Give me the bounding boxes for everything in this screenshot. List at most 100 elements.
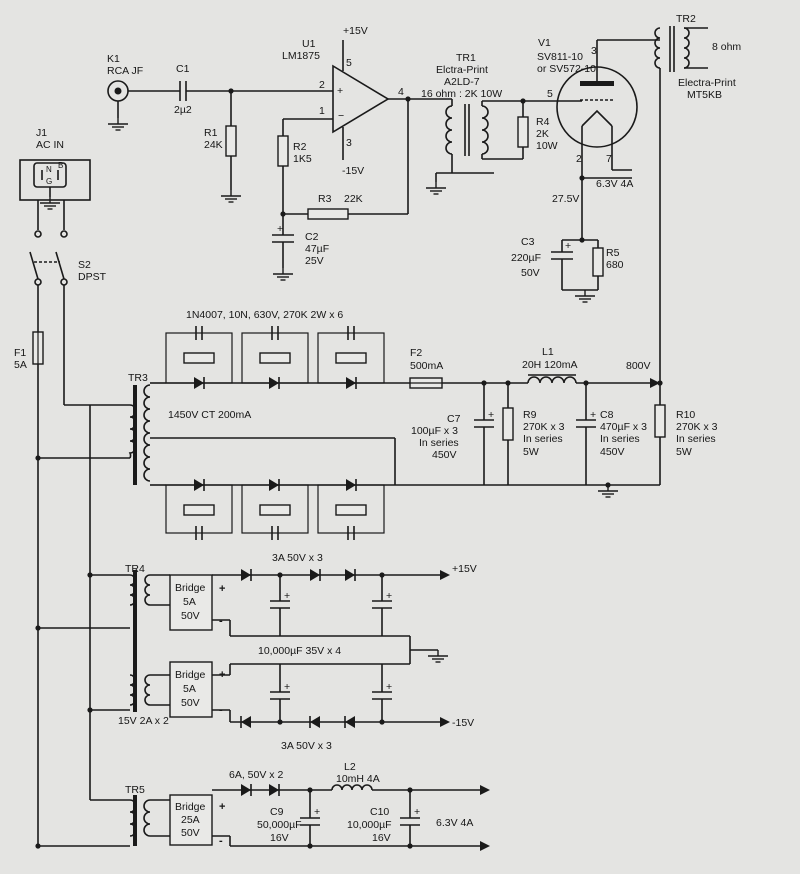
svg-text:+: + bbox=[219, 583, 225, 595]
c2-rating: 25V bbox=[305, 255, 324, 267]
tr2-ref: TR2 bbox=[676, 13, 696, 25]
resistor-bank-r10: R10 270K x 3 In series 5W bbox=[654, 383, 718, 485]
svg-text:3: 3 bbox=[346, 137, 352, 149]
v1-ref: V1 bbox=[538, 37, 551, 49]
tr2-model: MT5KB bbox=[687, 89, 722, 101]
l2-value: 10mH 4A bbox=[336, 773, 380, 785]
f1-ref: F1 bbox=[14, 347, 26, 359]
r10-line2: In series bbox=[676, 433, 716, 445]
transformer-tr5: TR5 bbox=[125, 784, 151, 846]
svg-text:G: G bbox=[46, 177, 52, 186]
rca-input-jack: K1 RCA JF bbox=[107, 53, 143, 131]
r2-value: 1K5 bbox=[293, 153, 312, 165]
c8-line3: 450V bbox=[600, 446, 625, 458]
resistor-r1: R1 24K bbox=[204, 91, 242, 203]
s2-ref: S2 bbox=[78, 259, 91, 271]
bridge-rectifier-1: Bridge 5A 50V + - bbox=[169, 574, 225, 631]
r1-value: 24K bbox=[204, 139, 223, 151]
svg-text:B: B bbox=[58, 161, 63, 170]
c2-value: 47µF bbox=[305, 243, 329, 255]
svg-text:Bridge: Bridge bbox=[175, 801, 206, 813]
resistor-bank-r9: R9 270K x 3 In series 5W bbox=[502, 383, 565, 485]
bridge-rectifier-3: Bridge 25A 50V + - bbox=[169, 794, 225, 847]
svg-text:Bridge: Bridge bbox=[175, 582, 206, 594]
svg-text:2: 2 bbox=[576, 153, 582, 165]
tr2-out: 8 ohm bbox=[712, 41, 741, 53]
capacitor-c9: + C9 50,000µF 16V bbox=[257, 806, 320, 844]
r5-ref: R5 bbox=[606, 247, 620, 259]
r9-line2: In series bbox=[523, 433, 563, 445]
tr3-ref: TR3 bbox=[128, 372, 148, 384]
lv-minus-label: -15V bbox=[452, 717, 474, 729]
c8-line2: In series bbox=[600, 433, 640, 445]
l2-ref: L2 bbox=[344, 761, 356, 773]
svg-text:50V: 50V bbox=[181, 610, 200, 622]
svg-text:50V: 50V bbox=[181, 697, 200, 709]
u1-vplus: +15V bbox=[343, 25, 368, 37]
c9-ref: C9 bbox=[270, 806, 284, 818]
svg-text:Bridge: Bridge bbox=[175, 669, 206, 681]
lv-cap-spec: 10,000µF 35V x 4 bbox=[258, 645, 341, 657]
r4-ref: R4 bbox=[536, 116, 550, 128]
tr5-ref: TR5 bbox=[125, 784, 145, 796]
diode-snubbers-bottom bbox=[165, 484, 385, 540]
ac-inlet-j1: N B G J1 AC IN bbox=[19, 127, 91, 210]
k1-ref: K1 bbox=[107, 53, 120, 65]
c3-rating: 50V bbox=[521, 267, 540, 279]
c8-ref: C8 bbox=[600, 409, 614, 421]
svg-text:+: + bbox=[284, 681, 290, 693]
c8-line1: 470µF x 3 bbox=[600, 421, 647, 433]
diode-spec-hv: 1N4007, 10N, 630V, 270K 2W x 6 bbox=[186, 309, 343, 321]
c7-line1: 100µF x 3 bbox=[411, 425, 458, 437]
svg-text:50V: 50V bbox=[181, 827, 200, 839]
resistor-r5: R5 680 bbox=[592, 240, 624, 290]
fuse-f2: F2 500mA bbox=[409, 347, 443, 389]
c3-value: 220µF bbox=[511, 252, 541, 264]
svg-text:4: 4 bbox=[398, 86, 404, 98]
r10-line1: 270K x 3 bbox=[676, 421, 718, 433]
u1-ref: U1 bbox=[302, 38, 316, 50]
c7-ref: C7 bbox=[447, 413, 461, 425]
r9-line1: 270K x 3 bbox=[523, 421, 565, 433]
r2-ref: R2 bbox=[293, 141, 307, 153]
c10-value: 10,000µF bbox=[347, 819, 392, 831]
svg-text:+: + bbox=[590, 409, 596, 421]
capacitor-c1: C1 2µ2 bbox=[174, 63, 192, 116]
transformer-tr4: TR4 15V 2A x 2 bbox=[118, 563, 169, 727]
heater-diode-spec: 6A, 50V x 2 bbox=[229, 769, 283, 781]
svg-text:+: + bbox=[565, 240, 571, 252]
svg-text:-: - bbox=[219, 835, 223, 847]
svg-text:-: - bbox=[219, 615, 223, 627]
lv-diode-spec-top: 3A 50V x 3 bbox=[272, 552, 323, 564]
svg-text:−: − bbox=[338, 110, 344, 122]
switch-s2: S2 DPST bbox=[29, 230, 107, 286]
v1-bias: 27.5V bbox=[552, 193, 579, 205]
c3-ref: C3 bbox=[521, 236, 535, 248]
s2-value: DPST bbox=[78, 271, 107, 283]
diode-snubbers-top: 1N4007, 10N, 630V, 270K 2W x 6 bbox=[165, 309, 385, 384]
b-plus-voltage: 800V bbox=[626, 360, 651, 372]
c10-rating: 16V bbox=[372, 832, 391, 844]
c9-rating: 16V bbox=[270, 832, 289, 844]
choke-l2: L2 10mH 4A bbox=[331, 761, 380, 791]
fuse-f1: F1 5A bbox=[14, 331, 44, 371]
r5-value: 680 bbox=[606, 259, 624, 271]
transformer-tr3: TR3 1450V CT 200mA bbox=[128, 372, 251, 485]
svg-text:+: + bbox=[386, 681, 392, 693]
svg-text:5A: 5A bbox=[183, 683, 196, 695]
svg-text:5: 5 bbox=[346, 57, 352, 69]
lv-diode-spec-bottom: 3A 50V x 3 bbox=[281, 740, 332, 752]
r9-line3: 5W bbox=[523, 446, 539, 458]
r4-rating: 10W bbox=[536, 140, 558, 152]
choke-l1: L1 20H 120mA bbox=[522, 346, 577, 384]
f2-ref: F2 bbox=[410, 347, 422, 359]
tr1-spec: 16 ohm : 2K 10W bbox=[421, 88, 502, 100]
svg-text:2: 2 bbox=[319, 79, 325, 91]
c2-ref: C2 bbox=[305, 231, 319, 243]
bridge-rectifier-2: Bridge 5A 50V + - bbox=[169, 661, 225, 718]
l1-ref: L1 bbox=[542, 346, 554, 358]
r4-value: 2K bbox=[536, 128, 549, 140]
resistor-r2: R2 1K5 bbox=[277, 135, 312, 167]
svg-text:+: + bbox=[284, 590, 290, 602]
tr2-make: Electra-Print bbox=[678, 77, 736, 89]
